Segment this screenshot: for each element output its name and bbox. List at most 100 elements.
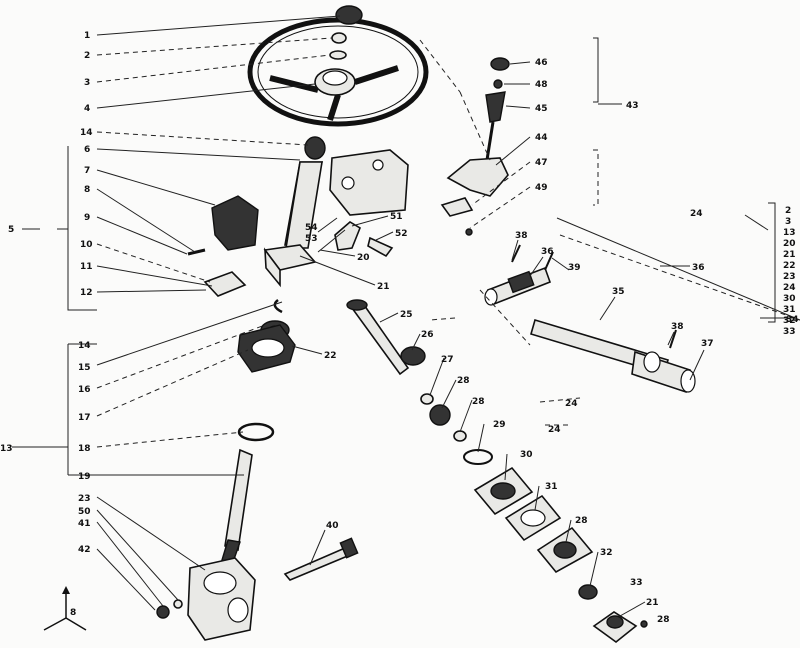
callout-18: 18 <box>78 444 91 454</box>
callout-28: 28 <box>457 376 470 386</box>
long-bolt <box>283 547 352 581</box>
callout-28b: 28 <box>472 397 485 407</box>
callout-50: 50 <box>78 507 91 517</box>
callout-41: 41 <box>78 519 91 529</box>
callout-46: 46 <box>535 58 548 68</box>
bearing-28 <box>429 404 451 426</box>
group-item-20: 20 <box>783 239 796 249</box>
callout-38b: 38 <box>671 322 684 332</box>
callout-13: 13 <box>0 444 13 454</box>
callout-48: 48 <box>535 80 548 90</box>
washer-42 <box>173 599 183 609</box>
pin-38 <box>511 244 521 263</box>
callout-39: 39 <box>568 263 581 273</box>
callout-32: 32 <box>600 548 613 558</box>
axis-indicator <box>43 586 87 631</box>
bush-32 <box>578 584 598 600</box>
callout-37: 37 <box>701 339 714 349</box>
callout-15: 15 <box>78 363 91 373</box>
callout-52: 52 <box>395 229 408 239</box>
group-item-31: 31 <box>783 305 796 315</box>
callout-33: 33 <box>630 578 643 588</box>
callout-47: 47 <box>535 158 548 168</box>
plate-47 <box>440 197 474 217</box>
axis-label: 8 <box>70 608 76 618</box>
knob-45 <box>485 91 506 123</box>
callout-43: 43 <box>626 101 639 111</box>
seal-26 <box>400 346 426 366</box>
callout-12: 12 <box>80 288 93 298</box>
steering-box <box>187 557 256 641</box>
callout-17: 17 <box>78 413 91 423</box>
callout-10: 10 <box>80 240 93 250</box>
pin-49 <box>465 228 473 236</box>
group-item-33: 33 <box>783 327 796 337</box>
callout-4: 4 <box>84 104 90 114</box>
group-item-13: 13 <box>783 228 796 238</box>
callout-53: 53 <box>305 234 318 244</box>
yoke-44 <box>446 157 509 197</box>
callout-22: 22 <box>324 351 337 361</box>
nut <box>331 32 347 44</box>
callout-35: 35 <box>612 287 625 297</box>
snap-ring <box>237 422 275 442</box>
callout-7: 7 <box>84 166 90 176</box>
oring-29 <box>463 449 493 465</box>
callout-24c: 24 <box>548 425 561 435</box>
callout-29: 29 <box>493 420 506 430</box>
callout-19: 19 <box>78 472 91 482</box>
callout-54: 54 <box>305 223 318 233</box>
nut-48 <box>493 79 503 89</box>
washer-27 <box>420 393 434 405</box>
callout-20: 20 <box>357 253 370 263</box>
group-item-3: 3 <box>785 217 791 227</box>
callout-11: 11 <box>80 262 93 272</box>
clamp <box>334 221 361 251</box>
bolt <box>367 236 394 258</box>
callout-25: 25 <box>400 310 413 320</box>
callout-8: 8 <box>84 185 90 195</box>
callout-21: 21 <box>377 282 390 292</box>
callout-1: 1 <box>84 31 90 41</box>
circlip <box>273 299 283 314</box>
callout-6: 6 <box>84 145 90 155</box>
callout-23: 23 <box>78 494 91 504</box>
intermediate-shaft <box>484 266 696 394</box>
callout-34: 34 <box>786 315 799 325</box>
callout-51: 51 <box>390 212 403 222</box>
callout-labels: 1 2 3 4 14 6 7 8 9 10 11 12 5 14 15 16 1… <box>0 31 799 625</box>
callout-42: 42 <box>78 545 91 555</box>
callout-30: 30 <box>520 450 533 460</box>
nut-41 <box>156 605 170 619</box>
plate <box>203 271 247 297</box>
worm-shaft <box>224 448 253 552</box>
leader-lines <box>12 15 800 617</box>
pin-38b <box>669 329 677 349</box>
callout-45: 45 <box>535 104 548 114</box>
cap-46 <box>490 57 510 71</box>
washer-28b <box>453 430 467 442</box>
callout-27: 27 <box>441 355 454 365</box>
callout-44: 44 <box>535 133 548 143</box>
callout-3: 3 <box>84 78 90 88</box>
callout-14b: 14 <box>78 341 91 351</box>
callout-21b: 21 <box>646 598 659 608</box>
horn-cap <box>335 5 363 25</box>
group-item-22: 22 <box>783 261 796 271</box>
callout-24b: 24 <box>690 209 703 219</box>
callout-24: 24 <box>565 399 578 409</box>
screw <box>187 248 206 256</box>
callout-16: 16 <box>78 385 91 395</box>
callout-26: 26 <box>421 330 434 340</box>
callout-49: 49 <box>535 183 548 193</box>
pin-36b <box>544 251 554 271</box>
group-item-21: 21 <box>783 250 796 260</box>
washer <box>329 50 347 60</box>
callout-28c: 28 <box>575 516 588 526</box>
group-item-30: 30 <box>783 294 796 304</box>
callout-38: 38 <box>515 231 528 241</box>
callout-5: 5 <box>8 225 14 235</box>
callout-36b: 36 <box>541 247 554 257</box>
